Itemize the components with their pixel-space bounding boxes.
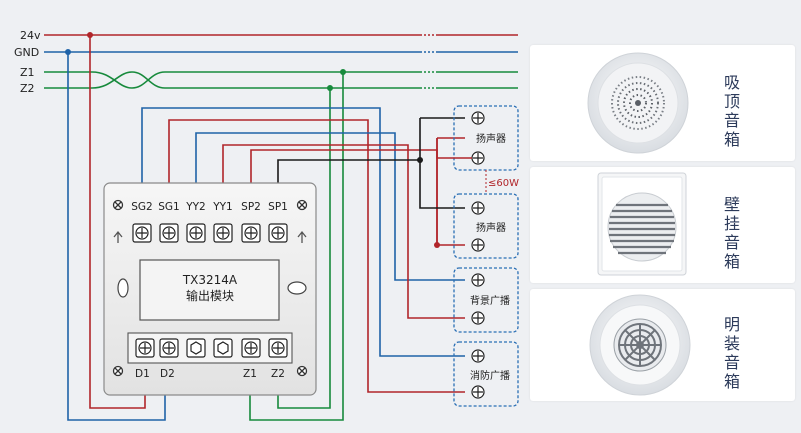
bus-break-marks <box>420 34 437 89</box>
product-panel-wall: 壁挂音箱 <box>530 167 795 283</box>
terminal-label-sg1: SG1 <box>158 201 179 213</box>
bus-junctions <box>65 32 346 91</box>
mount-hole-left <box>117 278 129 298</box>
output-module: SG2 SG1 YY2 YY1 SP2 SP1 TX3214A 输出模块 <box>103 182 317 396</box>
terminal-label-sp1: SP1 <box>268 201 288 213</box>
product-panel-ceiling: 吸顶音箱 <box>530 45 795 161</box>
terminal-label-d1: D1 <box>135 368 150 380</box>
bottom-terminal-screw-icons <box>135 338 288 358</box>
module-arrow-icons <box>113 230 307 243</box>
product-label-wall: 壁挂音箱 <box>723 195 740 271</box>
product-label-surface: 明装音箱 <box>723 315 740 391</box>
ceiling-speaker-icon <box>587 52 689 154</box>
output-boxes <box>453 105 519 407</box>
mount-hole-right <box>287 281 307 295</box>
wall-speaker-icon <box>597 172 687 276</box>
fire-label: 消防广播 <box>470 369 510 382</box>
bus-z2 <box>44 71 518 89</box>
feed-wires <box>67 35 344 421</box>
output-terminal-screw-icons <box>471 111 485 399</box>
bus-label-z1: Z1 <box>20 66 35 79</box>
terminal-label-yy1: YY1 <box>212 201 233 213</box>
terminal-label-sg2: SG2 <box>131 201 152 213</box>
surface-speaker-icon <box>589 294 691 396</box>
power-limit-label: ≤60W <box>488 178 519 189</box>
product-panel-surface: 明装音箱 <box>530 289 795 401</box>
bus-wires <box>44 34 518 89</box>
speaker1-label: 扬声器 <box>476 132 506 145</box>
terminal-label-z1: Z1 <box>243 368 257 380</box>
terminal-label-yy2: YY2 <box>185 201 206 213</box>
background-box <box>453 267 519 333</box>
top-terminal-labels: SG2 SG1 YY2 YY1 SP2 SP1 <box>131 201 288 213</box>
background-label: 背景广播 <box>470 294 510 307</box>
terminal-label-sp2: SP2 <box>241 201 261 213</box>
product-label-ceiling: 吸顶音箱 <box>723 73 740 149</box>
terminal-label-d2: D2 <box>160 368 175 380</box>
bus-label-gnd: GND <box>14 46 39 59</box>
bottom-terminal-labels: D1 D2 Z1 Z2 <box>135 368 285 380</box>
speaker2-box <box>453 193 519 259</box>
bus-label-24v: 24v <box>20 29 41 42</box>
module-model: TX3214A <box>182 273 238 287</box>
output-junctions <box>417 157 440 248</box>
top-terminal-screw-icons <box>132 223 288 243</box>
speaker1-lower-wire <box>436 138 472 159</box>
terminal-label-z2: Z2 <box>271 368 285 380</box>
speaker2-label: 扬声器 <box>476 221 506 234</box>
fire-box <box>453 341 519 407</box>
module-screw-icons <box>112 199 308 377</box>
bus-label-z2: Z2 <box>20 82 35 95</box>
module-name: 输出模块 <box>186 288 234 303</box>
